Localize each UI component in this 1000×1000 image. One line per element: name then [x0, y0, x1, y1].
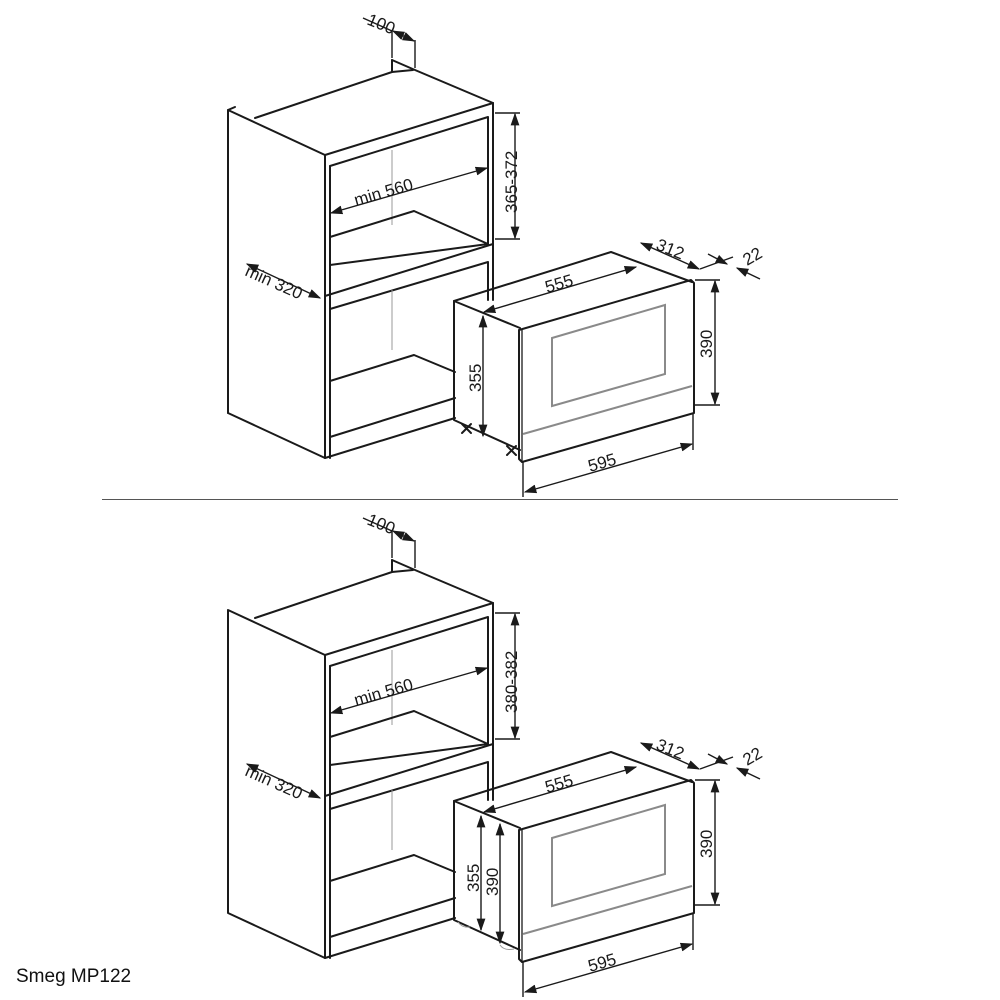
svg-text:365-372: 365-372	[502, 151, 521, 213]
svg-text:355: 355	[466, 364, 485, 392]
model-caption: Smeg MP122	[16, 966, 132, 987]
svg-text:555: 555	[543, 271, 576, 297]
svg-text:390: 390	[697, 330, 716, 358]
svg-text:22: 22	[740, 244, 766, 270]
top-view: 100 min 560 365-372 min 320 555 312 22	[227, 10, 765, 497]
svg-text:312: 312	[654, 235, 687, 263]
svg-text:min 320: min 320	[242, 261, 305, 303]
bottom-view: 100 min 560 380-382 min 320 555 312 22 3…	[227, 510, 765, 997]
svg-text:100: 100	[365, 10, 398, 38]
svg-text:312: 312	[654, 735, 687, 763]
section-divider	[102, 499, 898, 500]
svg-text:min 560: min 560	[352, 675, 415, 710]
svg-text:355: 355	[464, 864, 483, 892]
svg-text:min 560: min 560	[352, 175, 415, 210]
svg-text:380-382: 380-382	[502, 651, 521, 713]
svg-text:390: 390	[697, 830, 716, 858]
dimensions-top: 100 min 560 365-372 min 320 555 312 22	[242, 10, 765, 497]
cabinet-bottom	[227, 559, 494, 959]
appliance-top	[453, 251, 695, 463]
svg-text:595: 595	[586, 450, 619, 476]
appliance-bottom	[453, 751, 695, 963]
svg-text:100: 100	[365, 510, 398, 538]
svg-text:min 320: min 320	[242, 761, 305, 803]
svg-text:22: 22	[740, 744, 766, 770]
svg-text:595: 595	[586, 950, 619, 976]
svg-text:390: 390	[483, 868, 502, 896]
dimensions-bottom: 100 min 560 380-382 min 320 555 312 22 3…	[242, 510, 765, 997]
svg-text:555: 555	[543, 771, 576, 797]
